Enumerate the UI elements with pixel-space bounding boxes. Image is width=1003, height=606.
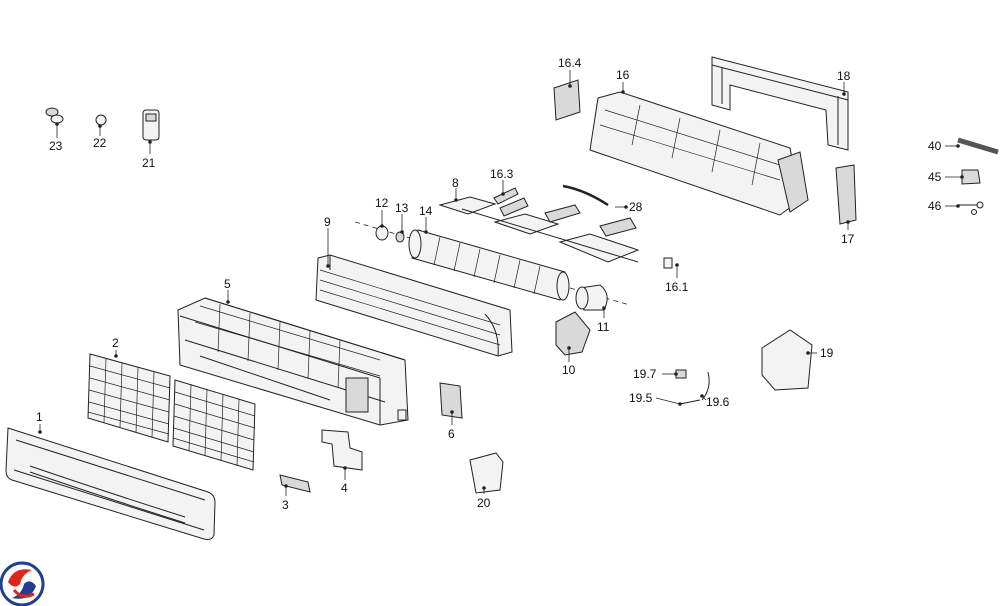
label-part-40: 40 bbox=[928, 139, 942, 153]
part-clips bbox=[493, 187, 637, 237]
part-bracket-16-4 bbox=[553, 79, 581, 121]
label-part-20: 20 bbox=[477, 496, 491, 510]
part-upper-frame bbox=[589, 91, 809, 216]
label-part-10: 10 bbox=[562, 363, 576, 377]
label-part-16-3: 16.3 bbox=[490, 167, 514, 181]
part-connector-45 bbox=[961, 169, 981, 185]
label-part-45: 45 bbox=[928, 170, 942, 184]
label-part-18: 18 bbox=[837, 69, 851, 83]
label-part-19-7: 19.7 bbox=[633, 367, 657, 381]
label-part-22: 22 bbox=[93, 136, 107, 150]
part-sensor-16-1 bbox=[663, 257, 673, 269]
label-part-17: 17 bbox=[841, 232, 855, 246]
label-part-2: 2 bbox=[112, 336, 119, 350]
label-part-16-4: 16.4 bbox=[558, 56, 582, 70]
part-front-panel bbox=[5, 427, 216, 540]
label-part-8: 8 bbox=[452, 176, 459, 190]
part-control-box bbox=[469, 452, 504, 494]
part-screw-set bbox=[45, 107, 64, 124]
part-bracket-17 bbox=[835, 164, 857, 225]
leader-dots bbox=[38, 84, 964, 490]
label-part-46: 46 bbox=[928, 199, 942, 213]
label-part-12: 12 bbox=[375, 196, 389, 210]
part-chassis bbox=[177, 297, 409, 426]
label-part-28: 28 bbox=[629, 200, 643, 214]
label-part-6: 6 bbox=[448, 427, 455, 441]
part-pipe-40 bbox=[957, 137, 999, 155]
part-bearing bbox=[375, 225, 405, 243]
label-part-16: 16 bbox=[616, 68, 630, 82]
part-control-module bbox=[761, 329, 813, 391]
part-filter-left bbox=[87, 353, 171, 443]
part-electric-box bbox=[321, 429, 363, 471]
part-fan-motor bbox=[575, 284, 608, 311]
brand-swirl-logo bbox=[0, 561, 45, 606]
part-cross-flow-fan bbox=[408, 229, 570, 301]
label-part-1: 1 bbox=[36, 410, 43, 424]
label-part-19-6: 19.6 bbox=[706, 395, 730, 409]
part-terminal-block bbox=[279, 474, 311, 493]
part-remote-control bbox=[142, 109, 160, 141]
label-part-13: 13 bbox=[395, 201, 409, 215]
label-part-14: 14 bbox=[419, 204, 433, 218]
part-louver-blade bbox=[438, 196, 640, 263]
label-part-5: 5 bbox=[224, 277, 231, 291]
label-part-11: 11 bbox=[597, 320, 610, 334]
part-cable bbox=[562, 184, 609, 207]
part-19-5 bbox=[679, 399, 701, 405]
label-part-19: 19 bbox=[820, 346, 834, 360]
part-display-board bbox=[439, 382, 463, 419]
leader-lines bbox=[39, 70, 962, 496]
label-part-9: 9 bbox=[324, 215, 331, 229]
label-part-3: 3 bbox=[282, 498, 289, 512]
part-filter-right bbox=[172, 379, 256, 471]
label-part-16-1: 16.1 bbox=[665, 280, 689, 294]
label-part-4: 4 bbox=[341, 481, 348, 495]
part-evaporator bbox=[315, 254, 513, 357]
part-fitting-46 bbox=[958, 201, 984, 215]
part-mounting-plate bbox=[711, 56, 849, 151]
label-part-23: 23 bbox=[49, 139, 63, 153]
label-part-21: 21 bbox=[142, 156, 156, 170]
part-motor-bracket bbox=[555, 311, 591, 356]
part-ring bbox=[95, 114, 107, 126]
part-labels: 1 2 3 4 5 6 8 9 10 11 12 13 14 16 16.1 1… bbox=[36, 56, 942, 512]
label-part-19-5: 19.5 bbox=[629, 391, 653, 405]
